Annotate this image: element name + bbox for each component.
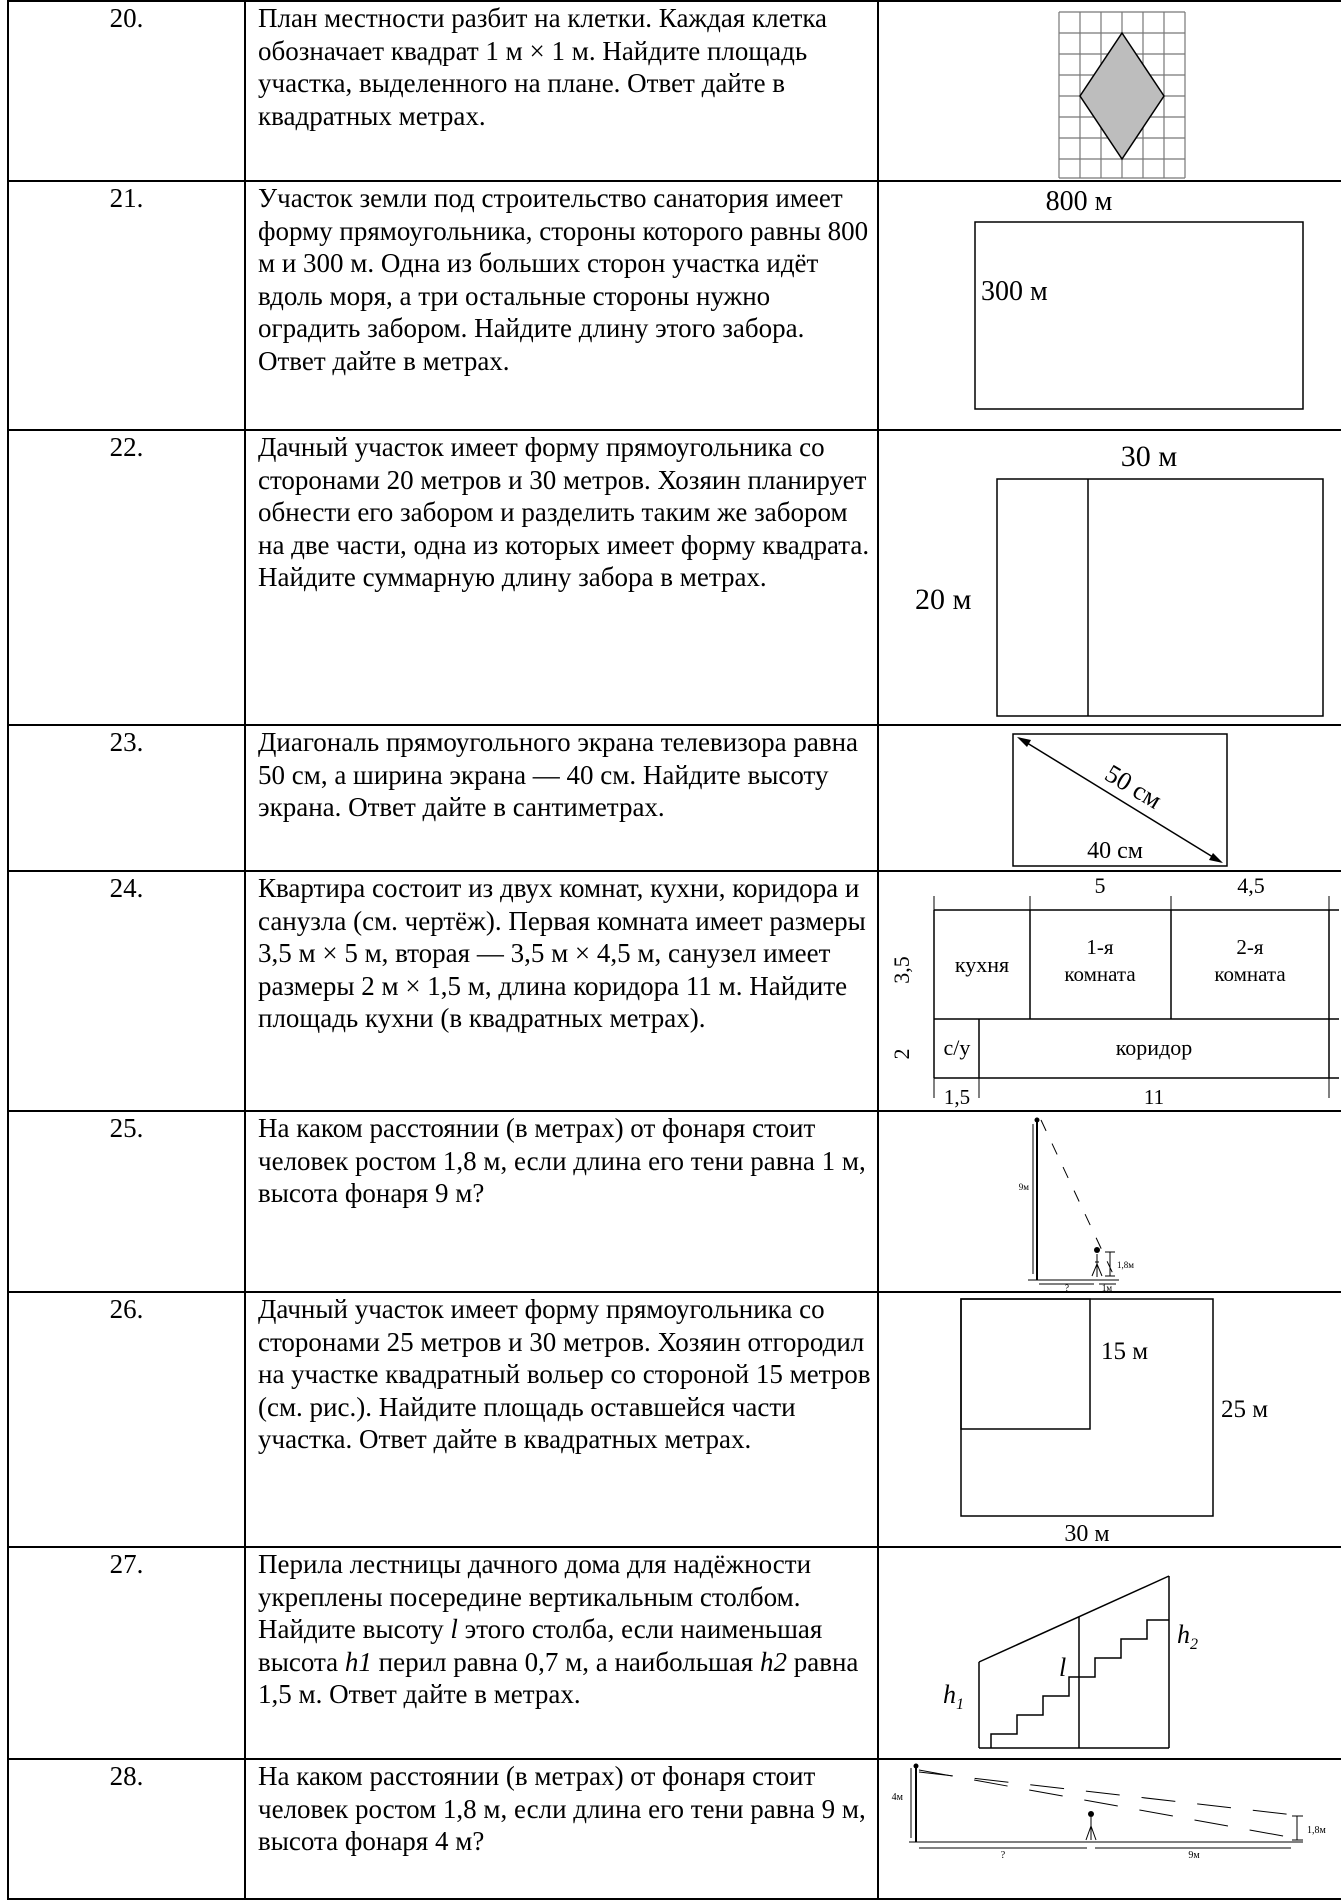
- problem-row: 25. На каком расстоянии (в метрах) от фо…: [7, 1110, 1341, 1293]
- label-top-4-5: 4,5: [1237, 873, 1265, 898]
- problem-text: Квартира состоит из двух комнат, кухни, …: [244, 870, 879, 1112]
- stair-railing-figure: h1 l h2: [943, 1575, 1198, 1749]
- figure-cell: 4м 1,8м ? 9м: [877, 1758, 1341, 1900]
- problem-row: 20. План местности разбит на клетки. Каж…: [7, 0, 1341, 182]
- rhombus-shape: [1079, 31, 1165, 161]
- label-side: 25 м: [1221, 1396, 1268, 1423]
- problem-text: На каком расстоянии (в метрах) от фонаря…: [244, 1110, 879, 1293]
- label-left-2: 2: [889, 1049, 914, 1060]
- problem-row: 22. Дачный участок имеет форму прямоугол…: [7, 429, 1341, 726]
- problem-row: 28. На каком расстоянии (в метрах) от фо…: [7, 1758, 1341, 1900]
- label-room1-line1: 1-я: [1086, 935, 1113, 959]
- label-top: 800 м: [1046, 186, 1113, 217]
- problem-number: 21.: [7, 180, 246, 431]
- label-corridor: коридор: [1116, 1035, 1193, 1060]
- problem-text: Перила лестницы дачного дома для надёжно…: [244, 1546, 879, 1760]
- figure-cell: 15 м 25 м 30 м: [877, 1291, 1341, 1548]
- label-shadow: 1м: [1102, 1283, 1113, 1291]
- problem-number: 27.: [7, 1546, 246, 1760]
- label-side: 20 м: [915, 583, 972, 616]
- label-room1-line2: комната: [1064, 962, 1136, 986]
- problem-text: Дачный участок имеет форму прямоугольник…: [244, 1291, 879, 1548]
- figure-cell: h1 l h2: [877, 1546, 1341, 1760]
- lamp-shadow-figure: 9м 1,8м ? 1м: [1019, 1117, 1134, 1291]
- problem-row: 26. Дачный участок имеет форму прямоугол…: [7, 1291, 1341, 1548]
- figure-cell: 30 м 20 м: [877, 429, 1341, 726]
- problem-text: Диагональ прямоугольного экрана телевизо…: [244, 724, 879, 872]
- label-top: 30 м: [1121, 440, 1178, 473]
- label-left-3-5: 3,5: [889, 956, 914, 984]
- label-unknown: ?: [1065, 1283, 1069, 1291]
- problem-row: 27. Перила лестницы дачного дома для над…: [7, 1546, 1341, 1760]
- label-bottom: 40 см: [1087, 838, 1143, 864]
- problem-number: 20.: [7, 0, 246, 182]
- apartment-plan-figure: 5 4,5 3,5 2 кухня 1-я комната 2-я комнат…: [889, 873, 1339, 1109]
- problem-text: Дачный участок имеет форму прямоугольник…: [244, 429, 879, 726]
- label-side: 300 м: [981, 276, 1048, 307]
- plot-with-enclosure-figure: 15 м 25 м 30 м: [960, 1298, 1268, 1546]
- problem-row: 21. Участок земли под строительство сана…: [7, 180, 1341, 431]
- problem-number: 28.: [7, 1758, 246, 1900]
- tv-screen-figure: 50 см 40 см: [1012, 733, 1228, 867]
- figure-cell: 50 см 40 см: [877, 724, 1341, 872]
- label-h1: h1: [943, 1680, 964, 1713]
- divided-rectangle-figure: 30 м 20 м: [915, 440, 1324, 717]
- label-bottom-1-5: 1,5: [944, 1085, 970, 1109]
- figure-cell: [877, 0, 1341, 182]
- label-unknown: ?: [1001, 1850, 1006, 1861]
- label-diagonal: 50 см: [1100, 759, 1167, 815]
- problem-number: 24.: [7, 870, 246, 1112]
- problems-table: 20. План местности разбит на клетки. Каж…: [7, 0, 1341, 1900]
- problem-row: 24. Квартира состоит из двух комнат, кух…: [7, 870, 1341, 1112]
- label-shadow: 9м: [1188, 1850, 1200, 1861]
- lamp-shadow-figure: 4м 1,8м ? 9м: [892, 1763, 1327, 1861]
- label-lamp-height: 9м: [1019, 1182, 1030, 1192]
- label-top-5: 5: [1095, 873, 1106, 898]
- problem-number: 25.: [7, 1110, 246, 1293]
- label-h2: h2: [1177, 1620, 1198, 1653]
- label-person-height: 1,8м: [1307, 1825, 1327, 1836]
- label-bottom-11: 11: [1144, 1085, 1164, 1109]
- problem-text: На каком расстоянии (в метрах) от фонаря…: [244, 1758, 879, 1900]
- label-person-height: 1,8м: [1117, 1260, 1134, 1270]
- label-kitchen: кухня: [955, 952, 1009, 977]
- figure-cell: 5 4,5 3,5 2 кухня 1-я комната 2-я комнат…: [877, 870, 1341, 1112]
- rectangle-figure: 800 м 300 м: [974, 186, 1304, 410]
- problem-number: 23.: [7, 724, 246, 872]
- problem-number: 26.: [7, 1291, 246, 1548]
- label-bottom: 30 м: [1064, 1521, 1109, 1546]
- figure-cell: 800 м 300 м: [877, 180, 1341, 431]
- label-room2-line2: комната: [1214, 962, 1286, 986]
- label-enclosure: 15 м: [1101, 1338, 1148, 1365]
- problem-text: План местности разбит на клетки. Каждая …: [244, 0, 879, 182]
- label-lamp-height: 4м: [892, 1792, 904, 1803]
- problem-text: Участок земли под строительство санатори…: [244, 180, 879, 431]
- label-l: l: [1059, 1653, 1066, 1682]
- problem-row: 23. Диагональ прямоугольного экрана теле…: [7, 724, 1341, 872]
- figure-cell: 9м 1,8м ? 1м: [877, 1110, 1341, 1293]
- problem-number: 22.: [7, 429, 246, 726]
- label-wc: с/у: [944, 1035, 971, 1060]
- label-room2-line1: 2-я: [1236, 935, 1263, 959]
- grid-rhombus-figure: [1058, 11, 1186, 179]
